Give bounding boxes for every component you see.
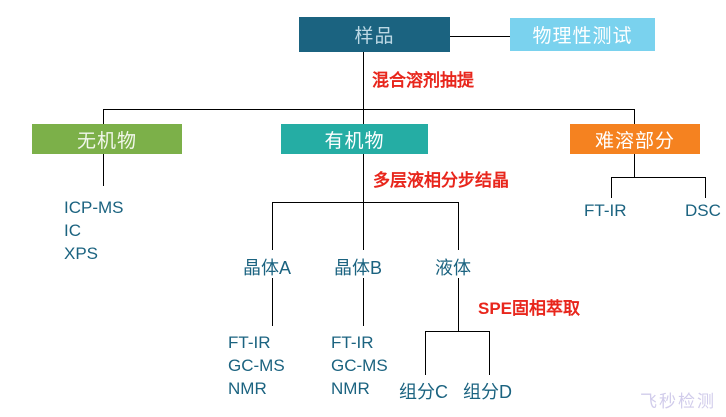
node-component-d[interactable]: 组分D: [463, 382, 512, 402]
connector-bus-to-inorganic: [103, 109, 104, 124]
connector-row2-bus: [103, 109, 634, 110]
node-physical-test[interactable]: 物理性测试: [510, 18, 655, 51]
connector-bus-to-crystal-b: [363, 202, 364, 250]
node-crystal-a[interactable]: 晶体A: [243, 258, 292, 278]
process-label-spe-extraction: SPE固相萃取: [478, 299, 581, 318]
connector-bus-to-liquid: [458, 202, 459, 250]
node-insoluble-label: 难溶部分: [594, 130, 675, 152]
method-inorganic-1: IC: [64, 221, 81, 240]
method-crystal-a-2: NMR: [228, 379, 267, 398]
method-inorganic-2: XPS: [64, 244, 99, 263]
connector-bus-to-crystal-a: [272, 202, 273, 250]
process-label-multilayer-crystallization: 多层液相分步结晶: [373, 171, 509, 190]
method-insoluble-dsc: DSC: [685, 201, 721, 220]
node-component-c[interactable]: 组分C: [399, 382, 448, 402]
process-label-mixed-solvent-extraction: 混合溶剂抽提: [372, 71, 474, 90]
method-crystal-b-1: GC-MS: [331, 356, 388, 375]
connector-crystal-bus: [272, 202, 458, 203]
method-crystal-b-2: NMR: [331, 379, 370, 398]
method-list-inorganic: ICP-MS IC XPS: [64, 196, 124, 265]
node-inorganic-label: 无机物: [76, 130, 137, 152]
node-organic-label: 有机物: [324, 130, 385, 152]
connector-insoluble-down: [634, 154, 635, 177]
method-crystal-b-0: FT-IR: [331, 333, 374, 352]
method-crystal-a-1: GC-MS: [228, 356, 285, 375]
node-sample-label: 样品: [354, 26, 395, 47]
connector-crystal-b-down: [363, 278, 364, 326]
connector-crystal-a-down: [272, 278, 273, 326]
connector-sample-to-physical: [450, 36, 510, 37]
node-physical-test-label: 物理性测试: [532, 26, 633, 47]
connector-liquid-down: [458, 278, 459, 331]
watermark: 飞秒检测: [640, 392, 716, 411]
connector-insoluble-bus: [611, 177, 705, 178]
node-crystal-b[interactable]: 晶体B: [334, 258, 383, 278]
connector-spe-bus: [425, 331, 489, 332]
method-crystal-a-0: FT-IR: [228, 333, 271, 352]
method-list-crystal-b: FT-IR GC-MS NMR: [331, 331, 388, 400]
node-inorganic[interactable]: 无机物: [32, 124, 182, 154]
node-insoluble[interactable]: 难溶部分: [570, 124, 700, 154]
method-insoluble-ftir: FT-IR: [584, 201, 627, 220]
connector-bus-to-component-c: [425, 331, 426, 375]
connector-bus-to-dsc: [705, 177, 706, 198]
connector-bus-to-component-d: [489, 331, 490, 375]
method-list-crystal-a: FT-IR GC-MS NMR: [228, 331, 285, 400]
connector-organic-down: [363, 154, 364, 202]
connector-sample-down: [363, 52, 364, 109]
connector-inorganic-down: [103, 154, 104, 186]
node-sample[interactable]: 样品: [299, 17, 450, 52]
connector-bus-to-insoluble: [634, 109, 635, 124]
node-organic[interactable]: 有机物: [281, 124, 428, 154]
connector-bus-to-organic: [363, 109, 364, 124]
connector-bus-to-ftir: [611, 177, 612, 198]
node-liquid[interactable]: 液体: [435, 258, 471, 278]
method-inorganic-0: ICP-MS: [64, 198, 124, 217]
